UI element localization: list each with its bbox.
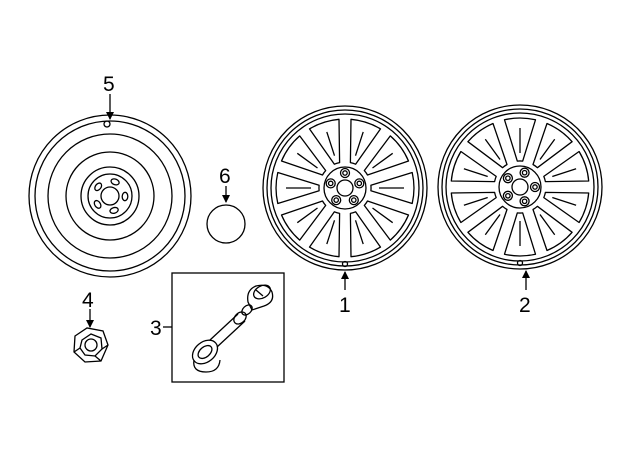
callout-3: 3 xyxy=(150,317,162,340)
tpms-sensor-icon[interactable] xyxy=(171,272,285,383)
callout-5: 5 xyxy=(103,73,115,96)
spare-wheel-icon[interactable] xyxy=(28,114,192,278)
alloy-wheel-icon[interactable] xyxy=(262,105,428,271)
lug-nut-icon[interactable] xyxy=(73,327,109,363)
callout-1: 1 xyxy=(339,294,351,317)
callout-6: 6 xyxy=(219,165,231,188)
callout-2: 2 xyxy=(519,294,531,317)
callout-4: 4 xyxy=(82,289,94,312)
alloy-wheel-icon[interactable] xyxy=(437,104,603,270)
center-cap-icon[interactable] xyxy=(206,204,246,244)
